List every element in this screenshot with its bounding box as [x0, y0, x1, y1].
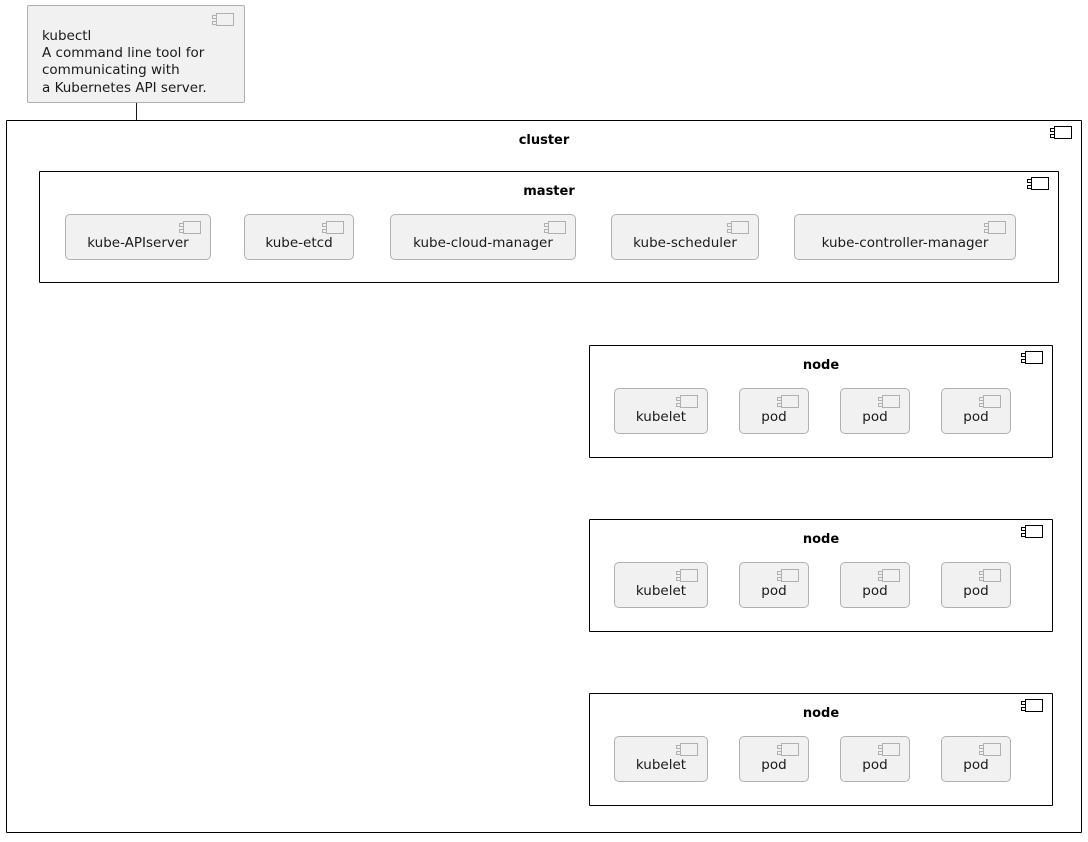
- component-kube-etcd[interactable]: kube-etcd: [244, 214, 354, 260]
- component-kubelet[interactable]: kubelet: [614, 562, 708, 608]
- component-icon: [179, 221, 203, 235]
- component-label: pod: [862, 757, 888, 773]
- container-node-3[interactable]: node kubelet pod pod pod: [589, 693, 1053, 806]
- note-kubectl[interactable]: kubectl A command line tool for communic…: [27, 5, 245, 103]
- component-label: pod: [963, 757, 989, 773]
- component-label: pod: [862, 583, 888, 599]
- component-icon: [1050, 126, 1074, 140]
- component-kube-controller-manager[interactable]: kube-controller-manager: [794, 214, 1016, 260]
- component-icon: [984, 221, 1008, 235]
- component-icon: [212, 13, 236, 27]
- container-master[interactable]: master kube-APIserver kube-etcd kube-clo…: [39, 171, 1059, 283]
- component-kube-apiserver[interactable]: kube-APIserver: [65, 214, 211, 260]
- component-pod[interactable]: pod: [941, 736, 1011, 782]
- container-cluster[interactable]: cluster master kube-APIserver kube-etcd: [6, 120, 1082, 833]
- component-pod[interactable]: pod: [840, 388, 910, 434]
- container-node-2[interactable]: node kubelet pod pod pod: [589, 519, 1053, 632]
- component-icon: [979, 569, 1003, 583]
- component-icon: [777, 395, 801, 409]
- component-icon: [676, 743, 700, 757]
- component-kubelet[interactable]: kubelet: [614, 736, 708, 782]
- component-icon: [544, 221, 568, 235]
- note-kubectl-text: kubectl A command line tool for communic…: [42, 28, 207, 96]
- component-label: pod: [963, 409, 989, 425]
- component-label: kubelet: [635, 757, 687, 773]
- component-kube-cloud-manager[interactable]: kube-cloud-manager: [390, 214, 576, 260]
- component-icon: [1021, 351, 1045, 365]
- component-pod[interactable]: pod: [941, 562, 1011, 608]
- master-title: master: [523, 184, 575, 199]
- component-pod[interactable]: pod: [840, 562, 910, 608]
- component-icon: [878, 743, 902, 757]
- component-label: kube-APIserver: [87, 235, 189, 251]
- component-label: pod: [761, 409, 787, 425]
- component-icon: [777, 569, 801, 583]
- component-kube-scheduler[interactable]: kube-scheduler: [611, 214, 759, 260]
- component-label: pod: [761, 583, 787, 599]
- component-label: kubelet: [635, 409, 687, 425]
- component-pod[interactable]: pod: [739, 562, 809, 608]
- container-node-1[interactable]: node kubelet pod pod pod: [589, 345, 1053, 458]
- component-icon: [979, 395, 1003, 409]
- component-icon: [727, 221, 751, 235]
- component-pod[interactable]: pod: [739, 388, 809, 434]
- cluster-title: cluster: [518, 133, 570, 148]
- component-icon: [1021, 525, 1045, 539]
- component-icon: [676, 569, 700, 583]
- component-label: pod: [862, 409, 888, 425]
- component-icon: [676, 395, 700, 409]
- component-icon: [322, 221, 346, 235]
- node-title: node: [802, 358, 840, 373]
- component-kubelet[interactable]: kubelet: [614, 388, 708, 434]
- component-label: pod: [761, 757, 787, 773]
- component-label: kube-controller-manager: [821, 235, 989, 251]
- component-pod[interactable]: pod: [739, 736, 809, 782]
- component-icon: [1027, 177, 1051, 191]
- component-label: kube-etcd: [265, 235, 333, 251]
- component-pod[interactable]: pod: [840, 736, 910, 782]
- component-label: kubelet: [635, 583, 687, 599]
- component-icon: [979, 743, 1003, 757]
- component-icon: [878, 569, 902, 583]
- component-icon: [1021, 699, 1045, 713]
- component-icon: [878, 395, 902, 409]
- node-title: node: [802, 706, 840, 721]
- component-icon: [777, 743, 801, 757]
- component-label: kube-scheduler: [633, 235, 737, 251]
- component-pod[interactable]: pod: [941, 388, 1011, 434]
- node-title: node: [802, 532, 840, 547]
- component-label: pod: [963, 583, 989, 599]
- component-label: kube-cloud-manager: [413, 235, 553, 251]
